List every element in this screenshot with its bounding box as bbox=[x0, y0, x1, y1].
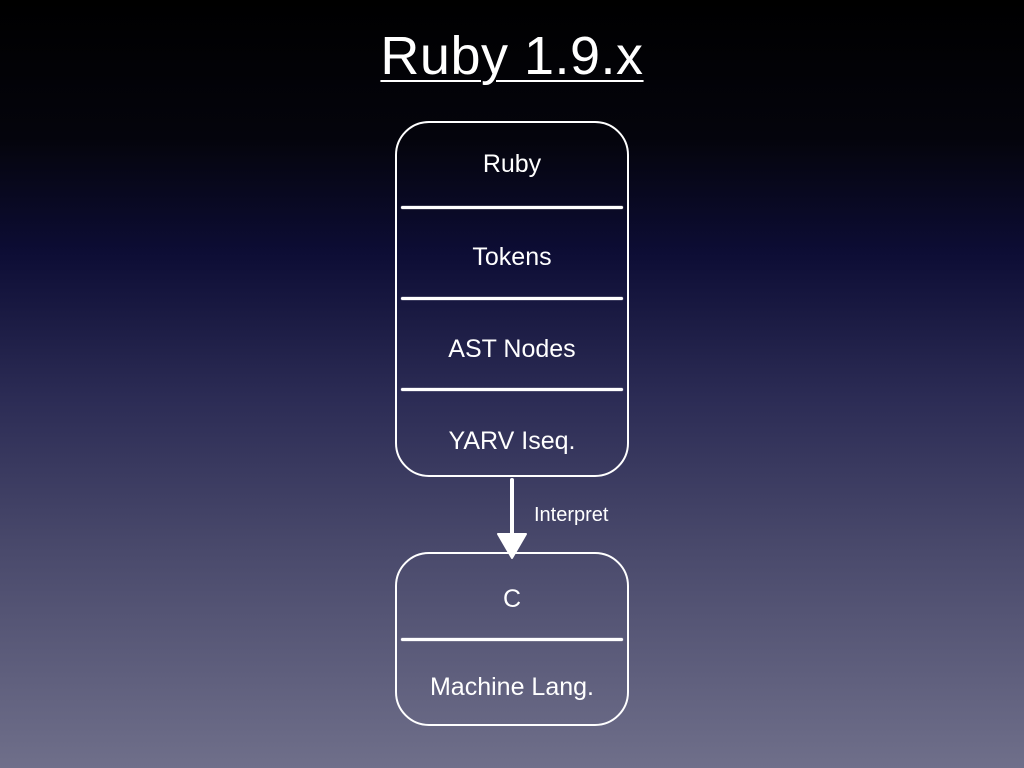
layer-separator bbox=[401, 206, 623, 209]
layer-ruby: Ruby bbox=[482, 150, 542, 178]
layer-separator bbox=[401, 297, 623, 300]
layer-separator bbox=[401, 388, 623, 391]
layer-separator bbox=[401, 638, 623, 641]
arrow-head bbox=[497, 533, 527, 559]
lower-stack-box: C Machine Lang. bbox=[395, 552, 629, 726]
layer-c: C bbox=[502, 585, 522, 613]
layer-machine-lang: Machine Lang. bbox=[429, 673, 594, 701]
upper-stack-box: Ruby Tokens AST Nodes YARV Iseq. bbox=[395, 121, 629, 477]
interpret-label: Interpret bbox=[534, 504, 609, 526]
layer-yarv-iseq: YARV Iseq. bbox=[448, 427, 576, 455]
layer-tokens: Tokens bbox=[472, 243, 552, 271]
slide-title: Ruby 1.9.x bbox=[0, 24, 1024, 88]
interpret-arrow bbox=[497, 478, 527, 559]
slide-title-text: Ruby 1.9.x bbox=[380, 26, 644, 86]
layer-ast-nodes: AST Nodes bbox=[448, 335, 576, 363]
